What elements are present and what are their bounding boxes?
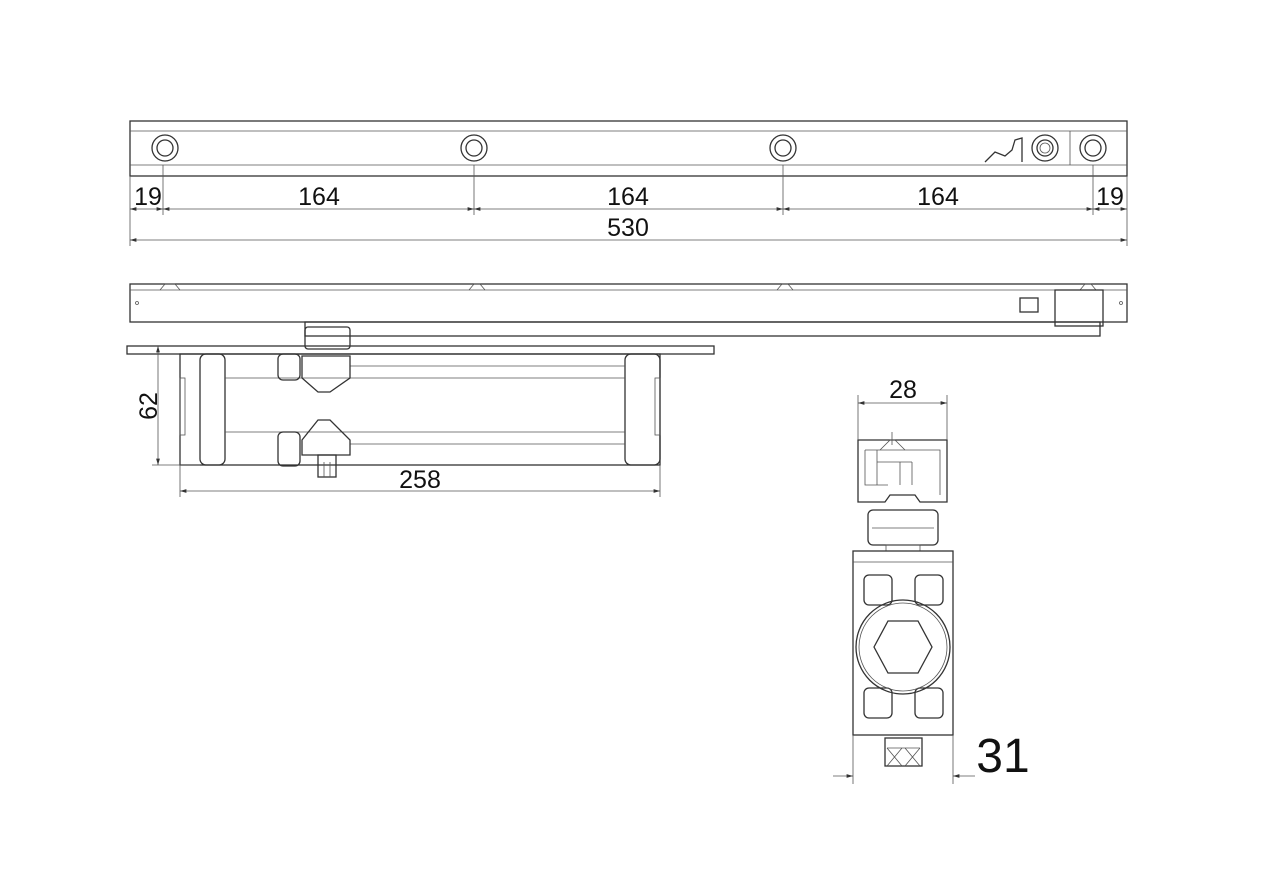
dim-530: 530 <box>607 214 649 242</box>
dim-62: 62 <box>135 392 163 420</box>
mounting-holes <box>151 134 1107 162</box>
dim-164-1: 164 <box>298 183 340 211</box>
dim-19-left: 19 <box>134 183 162 211</box>
dim-28: 28 <box>889 376 917 404</box>
closer-end-view <box>852 432 954 767</box>
dim-164-3: 164 <box>917 183 959 211</box>
dim-258: 258 <box>399 466 441 494</box>
dim-31: 31 <box>976 730 1029 783</box>
side-dimensions: 62 258 <box>135 346 661 497</box>
closer-side-view <box>126 283 1128 478</box>
dim-19-right: 19 <box>1096 183 1124 211</box>
rail-dimensions: 19 164 164 164 19 530 <box>129 165 1128 246</box>
end-dimensions: 28 31 <box>833 376 1030 784</box>
rail-top-view <box>129 120 1128 177</box>
dim-164-2: 164 <box>607 183 649 211</box>
